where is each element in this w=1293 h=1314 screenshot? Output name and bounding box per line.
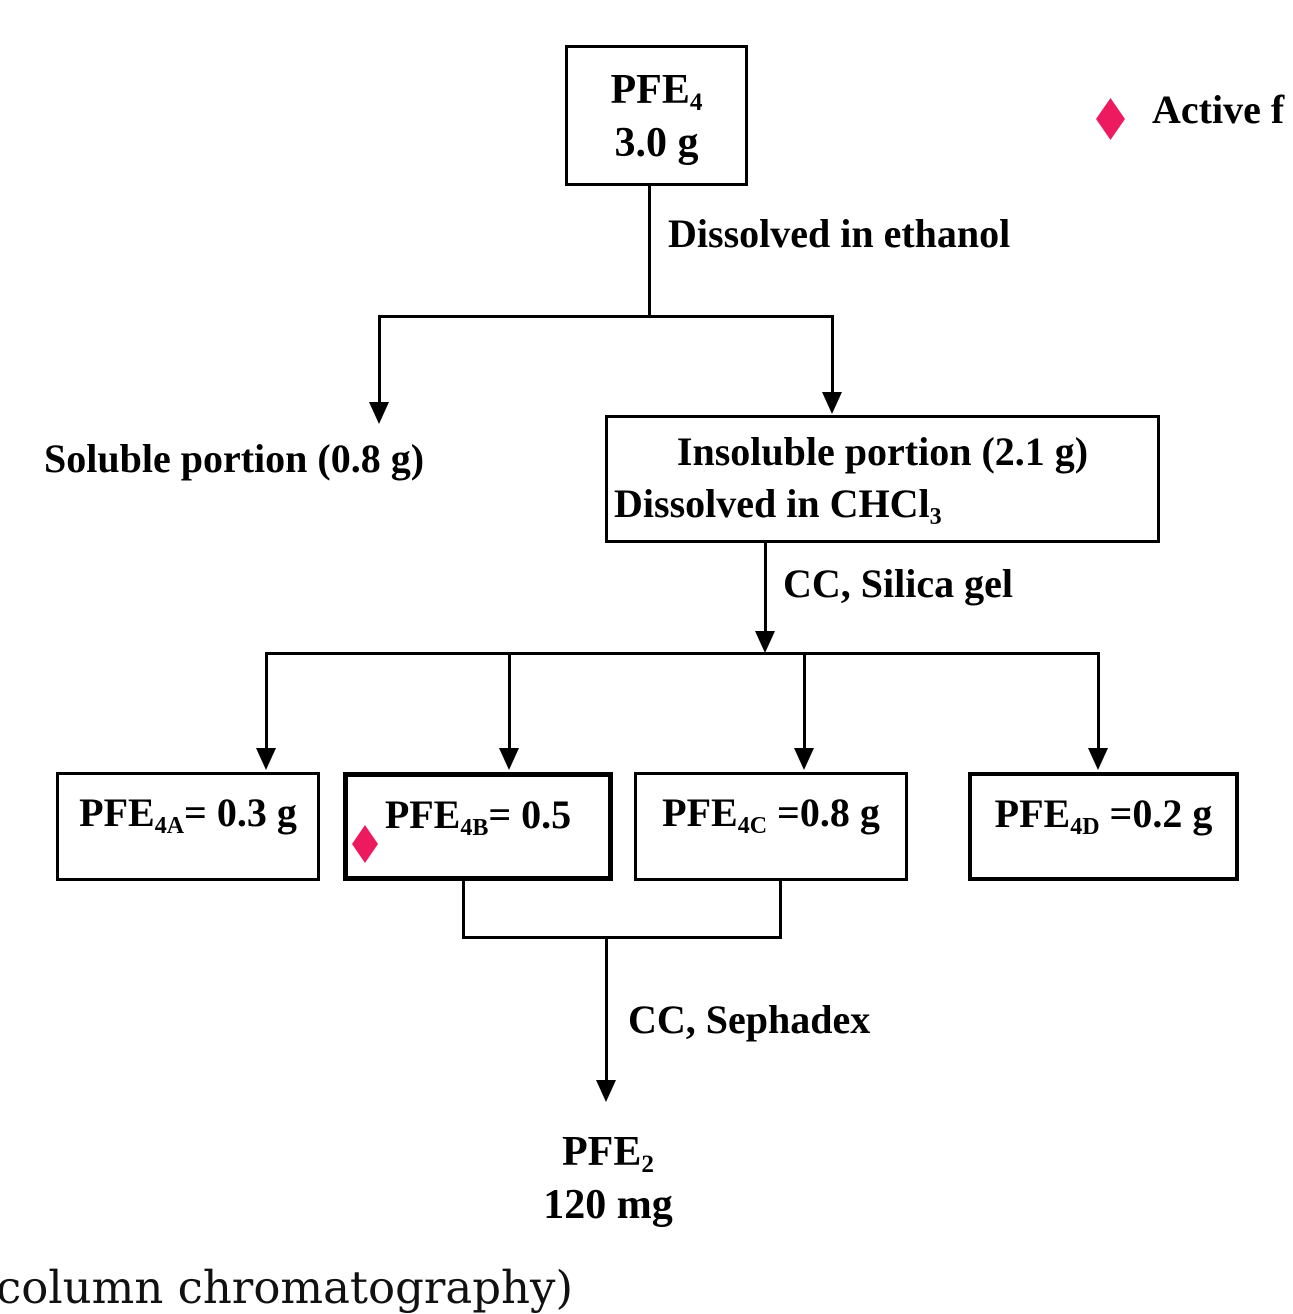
edge-label-sephadex: CC, Sephadex: [628, 997, 871, 1042]
node-pfe4d-box: PFE4D =0.2 g: [968, 772, 1239, 881]
active-fraction-diamond-icon: [1096, 98, 1125, 140]
edge-label-silica: CC, Silica gel: [783, 561, 1013, 606]
connector-soluble-down: [378, 315, 381, 405]
connector-branch-c: [803, 652, 806, 750]
node-insoluble-box: Insoluble portion (2.1 g) Dissolved in C…: [605, 415, 1160, 543]
connector-merge-horizontal: [462, 936, 782, 939]
figure-caption: column chromatography): [0, 1261, 574, 1314]
arrowhead-branch-d: [1088, 748, 1108, 770]
node-pfe2: PFE2 120 mg: [468, 1126, 748, 1231]
legend-label: Active f: [1152, 87, 1285, 132]
connector-split2-horizontal: [265, 652, 1100, 655]
connector-split1-horizontal: [378, 315, 834, 318]
arrowhead-branch-b: [499, 748, 519, 770]
soluble-portion-label: Soluble portion (0.8 g): [44, 436, 425, 481]
arrowhead-sephadex: [596, 1080, 616, 1102]
arrowhead-insoluble: [822, 392, 842, 414]
connector-branch-a: [265, 652, 268, 750]
node-pfe4-weight: 3.0 g: [614, 119, 699, 166]
connector-branch-d: [1097, 652, 1100, 750]
arrowhead-silica: [755, 631, 775, 653]
node-pfe4-name: PFE4: [610, 67, 703, 117]
insoluble-solvent-text: Dissolved in CHCl3: [614, 481, 942, 530]
node-pfe4-box: PFE4 3.0 g: [565, 45, 748, 186]
node-pfe2-weight: 120 mg: [543, 1181, 673, 1228]
arrowhead-branch-c: [794, 748, 814, 770]
arrowhead-soluble: [369, 402, 389, 424]
connector-root-down: [648, 184, 651, 317]
arrowhead-branch-a: [256, 748, 276, 770]
node-pfe4b-box: PFE4B= 0.5: [343, 772, 613, 881]
node-pfe4c-box: PFE4C =0.8 g: [634, 772, 908, 881]
connector-insoluble-down: [831, 315, 834, 395]
connector-silica-down: [764, 541, 767, 633]
connector-sephadex-down: [605, 936, 608, 1082]
edge-label-ethanol: Dissolved in ethanol: [668, 211, 1011, 256]
connector-b-merge-down: [462, 879, 465, 939]
connector-branch-b: [508, 652, 511, 750]
node-pfe4a-box: PFE4A= 0.3 g: [56, 772, 320, 881]
node-pfe2-name: PFE2: [562, 1129, 654, 1179]
connector-c-merge-down: [779, 879, 782, 939]
insoluble-portion-text: Insoluble portion (2.1 g): [676, 429, 1089, 474]
